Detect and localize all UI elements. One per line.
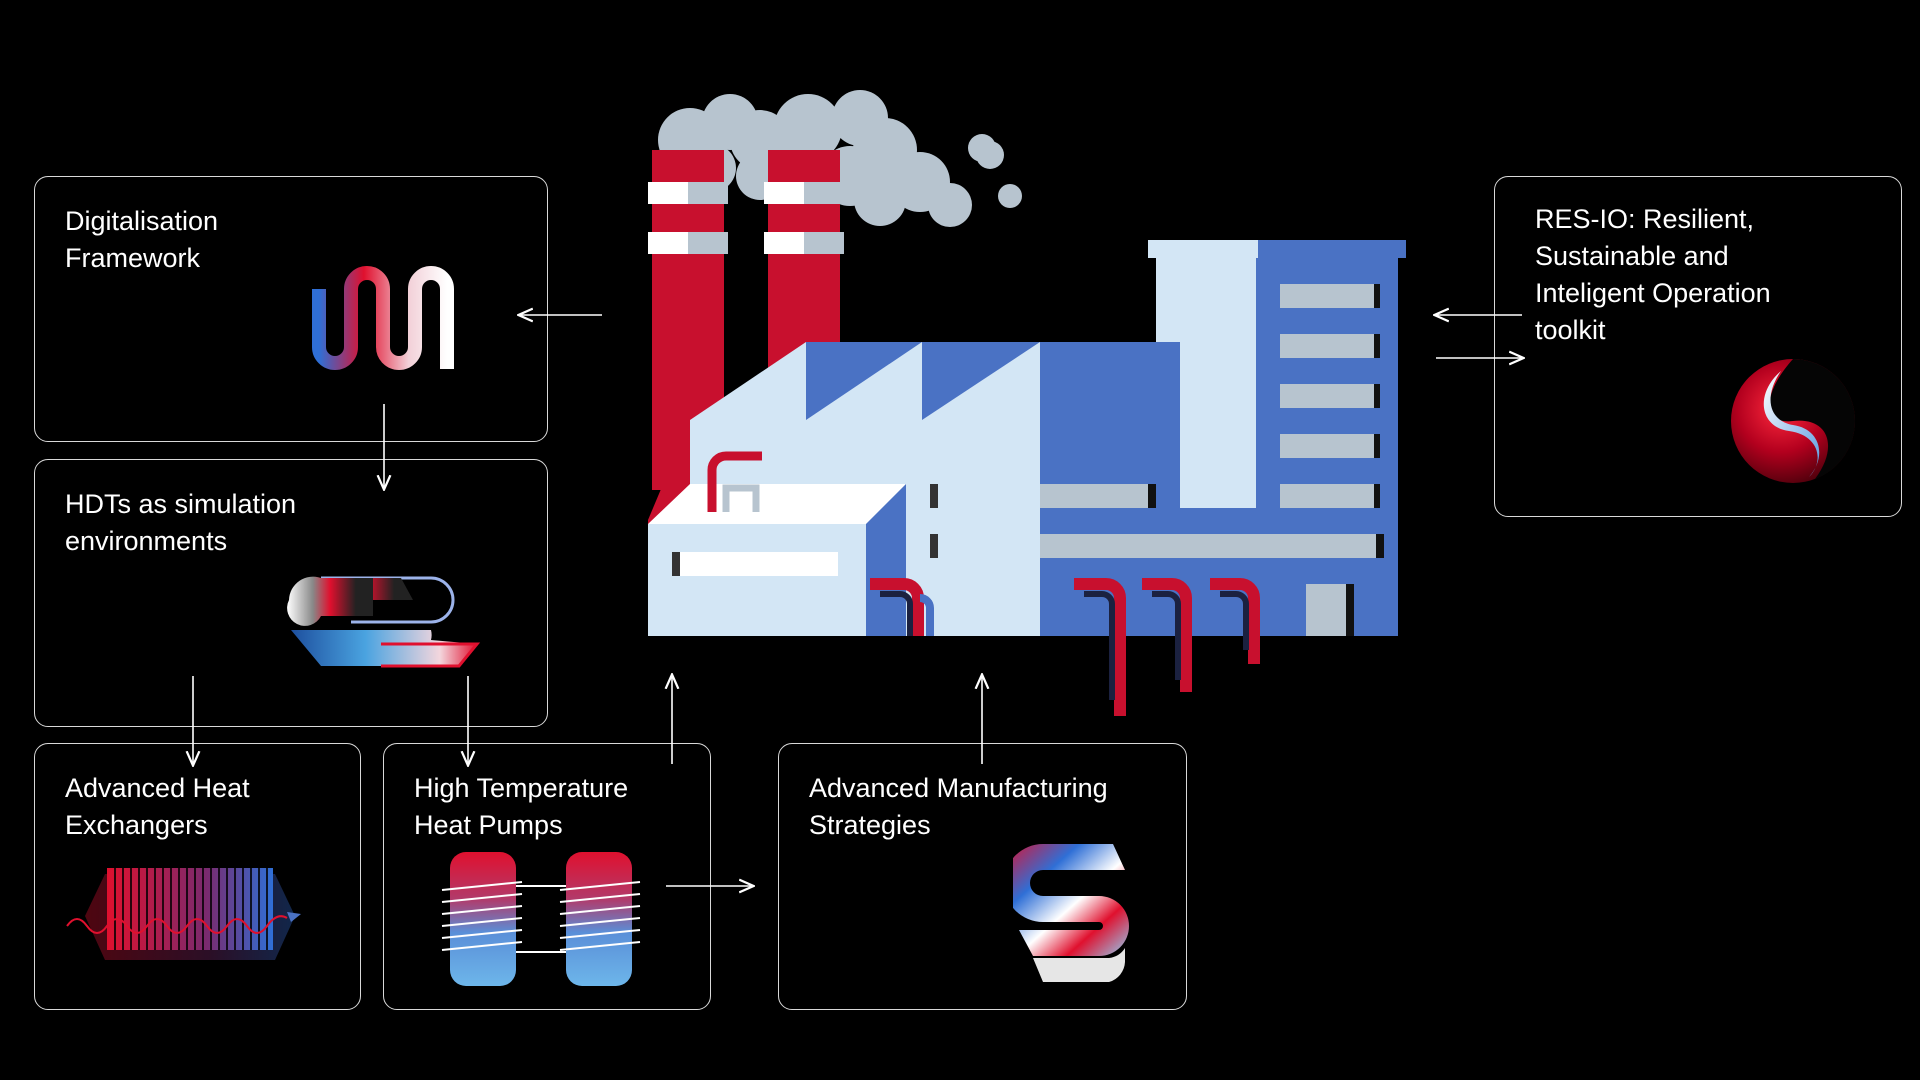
- digitalisation-framework-title: Digitalisation Framework: [65, 206, 219, 273]
- advanced-heat-exchangers-box: Advanced Heat Exchangers: [34, 743, 361, 1010]
- wave-logo-icon: [312, 266, 454, 370]
- hdts-box: HDTs as simulation environments: [34, 459, 548, 727]
- advanced-manufacturing-strategies-box: Advanced Manufacturing Strategies: [778, 743, 1187, 1010]
- high-temperature-heat-pumps-title: High Temperature Heat Pumps: [414, 773, 629, 840]
- res-io-box: RES-IO: Resilient, Sustainable and Intel…: [1494, 176, 1902, 517]
- s-stack-logo-icon: [1013, 844, 1129, 982]
- s-logo-icon: [287, 576, 481, 668]
- res-io-title: RES-IO: Resilient, Sustainable and Intel…: [1535, 204, 1771, 345]
- advanced-heat-exchangers-title: Advanced Heat Exchangers: [65, 773, 250, 840]
- high-temperature-heat-pumps-box: High Temperature Heat Pumps: [383, 743, 711, 1010]
- digitalisation-framework-box: Digitalisation Framework: [34, 176, 548, 442]
- sphere-logo-icon: [1731, 359, 1855, 483]
- advanced-manufacturing-strategies-title: Advanced Manufacturing Strategies: [809, 773, 1108, 840]
- heat-pump-cylinders-icon: [441, 852, 641, 986]
- heat-exchanger-icon: [66, 868, 301, 960]
- hdts-title: HDTs as simulation environments: [65, 489, 297, 556]
